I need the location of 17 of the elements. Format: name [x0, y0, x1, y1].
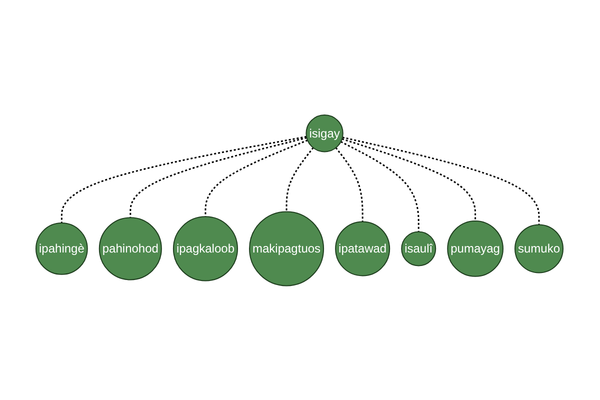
connector [205, 139, 308, 216]
node-circle: makipagtuos [249, 210, 325, 286]
connector [336, 146, 364, 222]
node-circle: ipagkaloob [173, 216, 238, 281]
node-circle: ipatawad [336, 220, 391, 276]
connector [130, 136, 308, 218]
node-circle: pumayag [448, 220, 504, 277]
connector [342, 138, 477, 221]
connector [61, 136, 308, 223]
connector [341, 140, 420, 232]
connector [286, 146, 314, 212]
node-circle: sumuko [514, 224, 564, 273]
node-circle: pahinohod [99, 216, 162, 280]
connector [342, 136, 540, 224]
node-circle: isigay [306, 114, 344, 152]
node-circle: ipahingè [36, 222, 88, 275]
node-circle: isaulî [402, 230, 437, 266]
